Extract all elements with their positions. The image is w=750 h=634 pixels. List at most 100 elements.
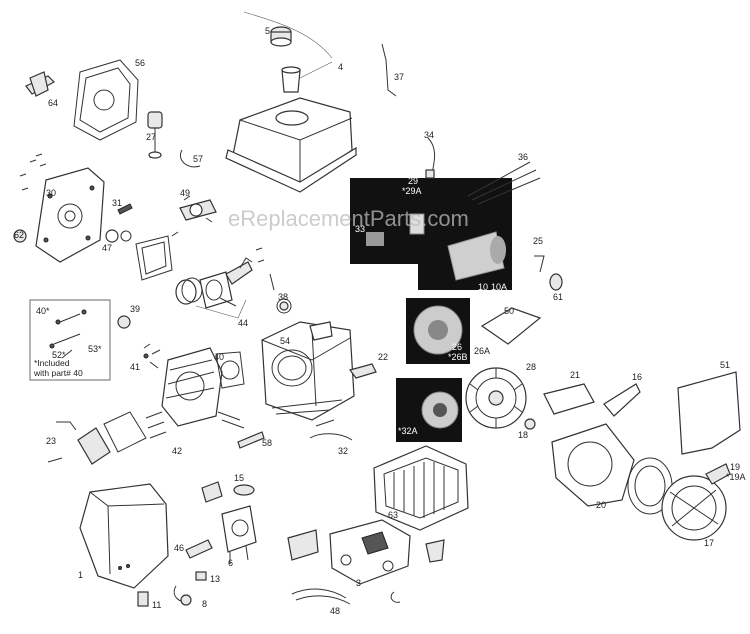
label-4: 4 (338, 62, 343, 72)
harness-48[interactable] (291, 588, 351, 605)
blower-housing-20[interactable] (551, 423, 635, 507)
gasket-56[interactable] (73, 59, 139, 141)
screw-left (47, 457, 63, 463)
throttle-37[interactable] (381, 43, 397, 97)
label-56: 56 (135, 58, 145, 68)
air-cleaner-cover-3[interactable] (329, 519, 411, 585)
label-37: 37 (394, 72, 404, 82)
label-20: 20 (596, 500, 606, 510)
push-rods[interactable] (217, 411, 245, 429)
fuse-25[interactable] (534, 255, 545, 273)
wire-34[interactable] (425, 137, 436, 179)
valve-39[interactable] (117, 315, 131, 329)
label-47: 47 (102, 243, 112, 253)
label-63: 63 (388, 510, 398, 520)
label-18: 18 (518, 430, 528, 440)
label-48: 48 (330, 606, 340, 616)
label-41: 41 (130, 362, 140, 372)
label-22: 22 (378, 352, 388, 362)
oil-dipstick-27[interactable] (147, 111, 163, 159)
label-26b: *26B (448, 352, 468, 362)
head-gasket[interactable] (215, 351, 245, 389)
bracket-16[interactable] (603, 383, 641, 417)
bolts-30 (19, 153, 47, 191)
part-13[interactable] (195, 571, 207, 581)
shroud-51[interactable] (677, 371, 741, 455)
label-57: 57 (193, 154, 203, 164)
label-5: 5 (265, 26, 270, 36)
piston-assembly-44[interactable] (175, 257, 253, 319)
ignition-panel-32a[interactable] (396, 378, 462, 442)
seal-62[interactable] (13, 229, 27, 243)
oil-seal-38[interactable] (276, 298, 292, 314)
blower-housing-1[interactable] (79, 483, 169, 589)
label-53: 53* (88, 344, 102, 354)
watermark-text: eReplacementParts.com (228, 206, 469, 231)
carburetor-6[interactable] (221, 505, 257, 564)
bracket-64[interactable] (25, 71, 55, 97)
cooling-fan-28[interactable] (465, 367, 527, 429)
comb-part[interactable] (425, 539, 445, 563)
bearing-47[interactable] (105, 229, 132, 243)
bracket-21[interactable] (543, 383, 595, 415)
label-49: 49 (180, 188, 190, 198)
wire-8[interactable] (173, 585, 192, 606)
label-51: 51 (720, 360, 730, 370)
label-61: 61 (553, 292, 563, 302)
part-15[interactable] (233, 484, 255, 496)
gasket-under-governor[interactable] (135, 235, 173, 281)
label-25: 25 (533, 236, 543, 246)
label-40s: 40* (36, 306, 50, 316)
included-parts-box (29, 299, 111, 381)
label-26a: 26A (474, 346, 490, 356)
clamp-small[interactable] (390, 591, 401, 603)
valve-cover-gasket[interactable] (103, 411, 147, 453)
switch-11[interactable] (137, 591, 149, 607)
spark-plug-58[interactable] (237, 431, 265, 449)
wire-32[interactable] (309, 419, 353, 441)
label-15: 15 (234, 473, 244, 483)
label-8: 8 (202, 599, 207, 609)
label-54: 54 (280, 336, 290, 346)
governor-49[interactable] (179, 195, 217, 223)
recoil-starter-17[interactable] (661, 475, 727, 541)
knob-61[interactable] (549, 273, 563, 291)
label-50: 50 (504, 306, 514, 316)
label-36: 36 (518, 152, 528, 162)
label-17: 17 (704, 538, 714, 548)
valve-cover-23[interactable] (77, 427, 111, 465)
bracket-air[interactable] (287, 529, 319, 561)
bracket-50[interactable] (480, 307, 542, 345)
bracket-46[interactable] (185, 539, 213, 559)
flywheel-panel-26[interactable] (406, 298, 470, 364)
cylinder-head-40[interactable] (161, 347, 223, 427)
label-26: 26 (452, 342, 462, 352)
engine-block-54[interactable] (261, 321, 355, 421)
starter-motor-panel[interactable] (350, 178, 512, 290)
air-filter-63[interactable] (373, 445, 469, 531)
crankcase-cover-30[interactable] (35, 167, 105, 263)
bolts-near-44 (255, 247, 275, 291)
label-6: 6 (228, 558, 233, 568)
bracket-22[interactable] (348, 363, 377, 379)
cables-36[interactable] (467, 161, 541, 205)
label-19a: *19A (726, 472, 746, 482)
label-19: 19 (730, 462, 740, 472)
bolts-42 (145, 411, 167, 439)
nut-18[interactable] (524, 418, 536, 430)
label-46: 46 (174, 543, 184, 553)
linkage-carb[interactable] (201, 481, 223, 503)
label-10: 10 (478, 282, 488, 292)
fuel-tank-assembly[interactable] (225, 11, 357, 193)
rocker-parts-41[interactable] (143, 343, 161, 369)
screw-31[interactable] (117, 203, 133, 215)
pin-small (171, 231, 179, 237)
breather-23-tube[interactable] (56, 421, 77, 431)
handle-19[interactable] (705, 463, 731, 485)
label-11: 11 (152, 600, 161, 610)
label-13: 13 (210, 574, 220, 584)
clip-57[interactable] (180, 149, 201, 168)
label-44: 44 (238, 318, 248, 328)
label-32a: *32A (398, 426, 418, 436)
